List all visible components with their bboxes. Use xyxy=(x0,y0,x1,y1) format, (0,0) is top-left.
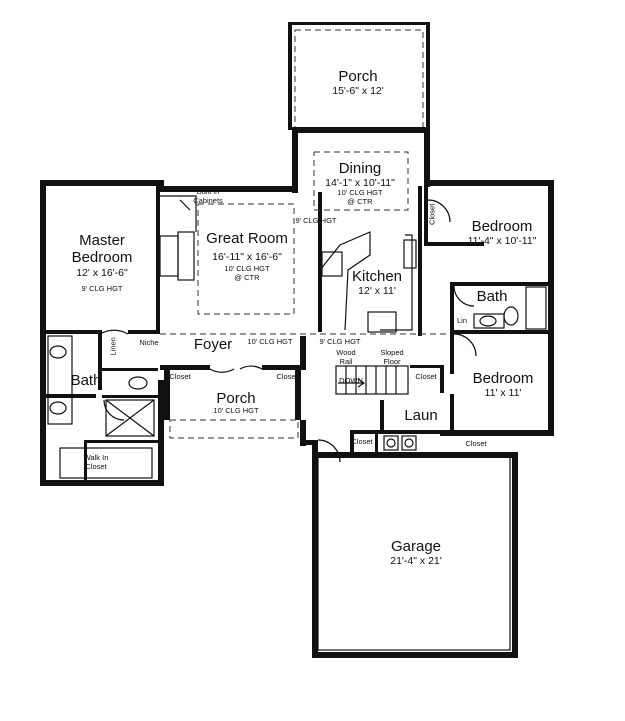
room-dimensions: 12' x 16'-6" xyxy=(76,266,128,279)
front-porch-label: Porch 10' CLG HGT xyxy=(213,390,258,416)
room-dimensions: 15'-6" x 12' xyxy=(332,85,384,98)
linen-note: Linen xyxy=(108,337,118,356)
sink-icon xyxy=(49,401,67,415)
room-name: Porch xyxy=(216,390,256,407)
room-name: Garage xyxy=(390,538,442,555)
room-name: Bedroom xyxy=(472,370,534,387)
ceiling-outlines xyxy=(160,151,450,439)
closet-ne-label: Closet xyxy=(427,203,437,225)
closet-bedroom-se-label: Closet xyxy=(465,439,487,448)
room-dimensions: 14'-1" x 10'-11" xyxy=(325,177,395,190)
shower-icon xyxy=(105,399,155,437)
laundry-fixtures xyxy=(383,435,417,451)
dining-label: Dining 14'-1" x 10'-11" 10' CLG HGT @ CT… xyxy=(325,160,395,207)
bedroom-se-label: Bedroom 11' x 11' xyxy=(473,370,534,399)
toilet-icon xyxy=(128,376,148,390)
ceiling-note: @ CTR xyxy=(234,272,260,282)
ceiling-note: 10' CLG HGT xyxy=(337,188,383,198)
toilet-icon xyxy=(503,306,519,326)
stairs-down-note: DOWN xyxy=(339,376,363,385)
closet-laundry-label: Closet xyxy=(351,437,373,446)
garage-label: Garage 21'-4" x 21' xyxy=(390,538,442,567)
sink-icon xyxy=(49,345,67,359)
room-dimensions: 16'-11" x 16'-6" xyxy=(212,251,282,264)
room-name: Bedroom xyxy=(71,249,133,267)
foyer-label: Foyer xyxy=(193,336,233,353)
bath-fixtures-west xyxy=(47,335,155,479)
range-icon xyxy=(403,239,417,269)
foyer-clg-note: 10' CLG HGT xyxy=(247,337,293,346)
room-dimensions: 11' x 11' xyxy=(484,387,522,400)
room-name: Bedroom xyxy=(471,218,533,235)
interior-walls xyxy=(46,186,554,484)
bath-fixtures-east xyxy=(473,286,547,330)
wood-rail-note: Wood Rail xyxy=(336,348,356,366)
room-dimensions: 12' x 11' xyxy=(358,285,396,298)
bath-east-label: Bath xyxy=(476,288,508,305)
ceiling-note: 10' CLG HGT xyxy=(213,406,259,416)
closet-foyer-east-label: Closet xyxy=(276,372,298,381)
fireplace-icon xyxy=(159,195,197,281)
hall-clg-note: 9' CLG HGT xyxy=(319,337,361,346)
kitchen-sink-icon xyxy=(321,251,343,277)
bath-west-label: Bath xyxy=(70,372,102,389)
master-bedroom-label: Master Bedroom 12' x 16'-6" 9' CLG HGT xyxy=(72,232,133,293)
walkin-closet-note: Walk In Closet xyxy=(83,453,109,471)
great-room-label: Great Room 16'-11" x 16'-6" 10' CLG HGT … xyxy=(206,230,288,283)
lin-note: Lin xyxy=(456,316,468,325)
ceiling-note: 9' CLG HGT xyxy=(81,283,123,293)
room-dimensions: 21'-4" x 21' xyxy=(390,555,442,568)
ceiling-note: 10' CLG HGT xyxy=(224,264,270,274)
room-name: Master xyxy=(79,232,125,249)
sloped-floor-note: Sloped Floor xyxy=(380,348,404,366)
niche-note: Niche xyxy=(139,338,159,347)
rear-porch-label: Porch 15'-6" x 12' xyxy=(332,68,384,97)
closet-hall-label: Closet xyxy=(415,372,437,381)
kitchen-counters xyxy=(319,231,417,333)
room-name: Kitchen xyxy=(351,268,403,285)
bedroom-ne-label: Bedroom 11'-4" x 10'-11" xyxy=(468,218,537,247)
room-name: Great Room xyxy=(206,230,288,247)
sink-icon xyxy=(479,315,497,327)
laundry-label: Laun xyxy=(404,407,438,424)
room-name: Dining xyxy=(338,160,382,177)
tub-icon xyxy=(525,286,547,330)
ceiling-note: @ CTR xyxy=(347,196,373,206)
exterior-walls xyxy=(40,127,554,658)
door-swings xyxy=(99,199,477,463)
room-name: Porch xyxy=(338,68,378,85)
built-in-note: Built in Cabinets xyxy=(193,187,223,205)
room-dimensions: 11'-4" x 10'-11" xyxy=(467,235,537,248)
closet-foyer-west-label: Closet xyxy=(169,372,191,381)
stairs xyxy=(335,365,409,395)
kitchen-clg-note: 9' CLG HGT xyxy=(295,216,337,225)
garage-floor xyxy=(317,455,511,651)
kitchen-label: Kitchen 12' x 11' xyxy=(352,268,402,297)
